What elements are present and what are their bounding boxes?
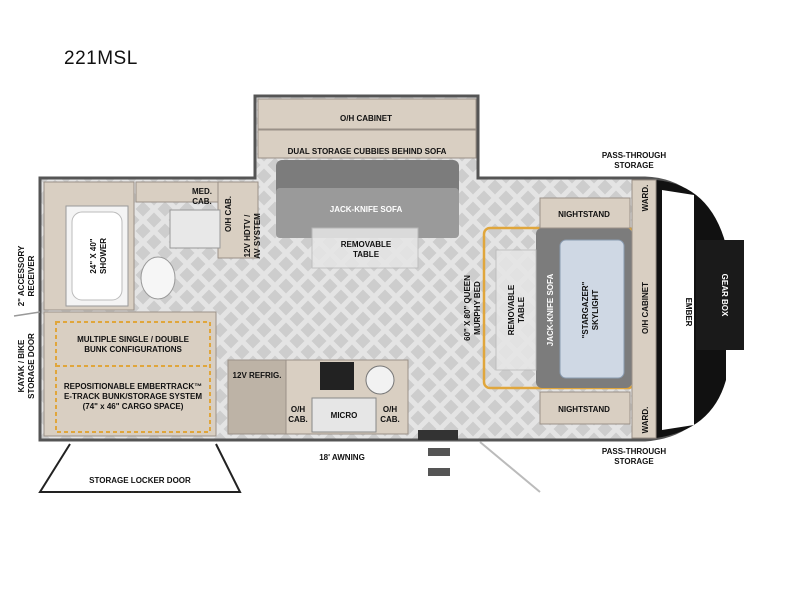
label-kayak-bike: KAYAK / BIKE <box>17 339 26 392</box>
entry-door <box>418 430 458 440</box>
label-hdtv: 12V HDTV / <box>243 214 252 257</box>
label-nightstand-bottom: NIGHTSTAND <box>558 405 610 414</box>
label-oh-cab-left-2: CAB. <box>288 415 308 424</box>
label-oh-cabinet-top: O/H CABINET <box>340 114 392 123</box>
label-awning: 18' AWNING <box>319 453 365 462</box>
label-skylight: SKYLIGHT <box>591 290 600 331</box>
label-receiver: RECEIVER <box>27 255 36 296</box>
oh-cabinet-top <box>257 98 477 130</box>
label-microwave: MICRO <box>331 411 358 420</box>
label-stargazer: "STARGAZER" <box>581 281 590 338</box>
label-shower-size: 24" X 40" <box>89 238 98 273</box>
toilet <box>140 256 176 300</box>
nightstand-top <box>539 197 631 229</box>
label-pass-through-bottom-2: STORAGE <box>614 457 654 466</box>
ember-logo: EMBER <box>684 298 693 327</box>
label-oh-cab-right-2: CAB. <box>380 415 400 424</box>
label-wardrobe-bottom: WARD. <box>641 407 650 434</box>
label-oh-cab-right: O/H <box>383 405 397 414</box>
label-nightstand-top: NIGHTSTAND <box>558 210 610 219</box>
label-pass-through-bottom: PASS-THROUGH <box>602 447 667 456</box>
label-gear-box: GEAR BOX <box>720 274 729 317</box>
oh-cabinet-side <box>631 179 657 439</box>
nightstand-bottom <box>539 391 631 425</box>
label-pass-through-top: PASS-THROUGH <box>602 151 667 160</box>
stove <box>320 362 354 390</box>
label-refrigerator: 12V REFRIG. <box>233 371 282 380</box>
entry-step <box>428 448 450 456</box>
label-dual-storage: DUAL STORAGE CUBBIES BEHIND SOFA <box>288 147 447 156</box>
label-queen-bed: 60" X 80" QUEEN <box>463 275 472 341</box>
sink <box>169 209 221 249</box>
label-oh-cab-left: O/H <box>291 405 305 414</box>
removable-table-top <box>311 227 419 269</box>
bunk-cargo-area <box>43 311 217 437</box>
dual-storage-cubbies <box>257 129 477 159</box>
label-storage-locker-door: STORAGE LOCKER DOOR <box>89 476 191 485</box>
label-removable-table-2: TABLE <box>353 250 380 259</box>
label-med-cab: MED. <box>192 187 212 196</box>
front-cap <box>656 180 744 438</box>
label-oh-cabinet-side: O/H CABINET <box>641 282 650 334</box>
label-bunk-configurations: MULTIPLE SINGLE / DOUBLE <box>77 335 190 344</box>
label-etrack-system: E-TRACK BUNK/STORAGE SYSTEM <box>64 392 202 401</box>
removable-table-front <box>495 249 537 371</box>
label-accessory-receiver: 2" ACCESSORY <box>17 245 26 306</box>
stargazer-skylight <box>559 239 625 379</box>
label-pass-through-top-2: STORAGE <box>614 161 654 170</box>
label-jack-knife-sofa: JACK-KNIFE SOFA <box>330 205 403 214</box>
gear-box <box>696 240 744 350</box>
label-removable-table-v: REMOVABLE <box>507 284 516 335</box>
label-cargo-space: (74" x 46" CARGO SPACE) <box>83 402 184 411</box>
hdtv-cabinet <box>217 181 259 259</box>
label-av-system: AV SYSTEM <box>253 213 262 259</box>
label-storage-door: STORAGE DOOR <box>27 333 36 399</box>
label-murphy-bed: MURPHY BED <box>473 281 482 335</box>
microwave <box>311 397 377 433</box>
label-embertrack: REPOSITIONABLE EMBERTRACK™ <box>64 382 202 391</box>
refrigerator <box>227 359 287 435</box>
label-removable-table: REMOVABLE <box>341 240 392 249</box>
model-title: 221MSL <box>64 48 138 69</box>
label-removable-table-v2: TABLE <box>517 296 526 323</box>
label-oh-cab-vertical: O/H CAB. <box>224 196 233 232</box>
storage-locker-door <box>38 443 242 493</box>
label-bunk-configurations-2: BUNK CONFIGURATIONS <box>84 345 182 354</box>
label-med-cab-2: CAB. <box>192 197 212 206</box>
label-shower: SHOWER <box>99 238 108 274</box>
label-wardrobe-top: WARD. <box>641 185 650 212</box>
label-jack-knife-sofa-v: JACK-KNIFE SOFA <box>546 274 555 347</box>
kitchen-sink <box>365 365 395 395</box>
